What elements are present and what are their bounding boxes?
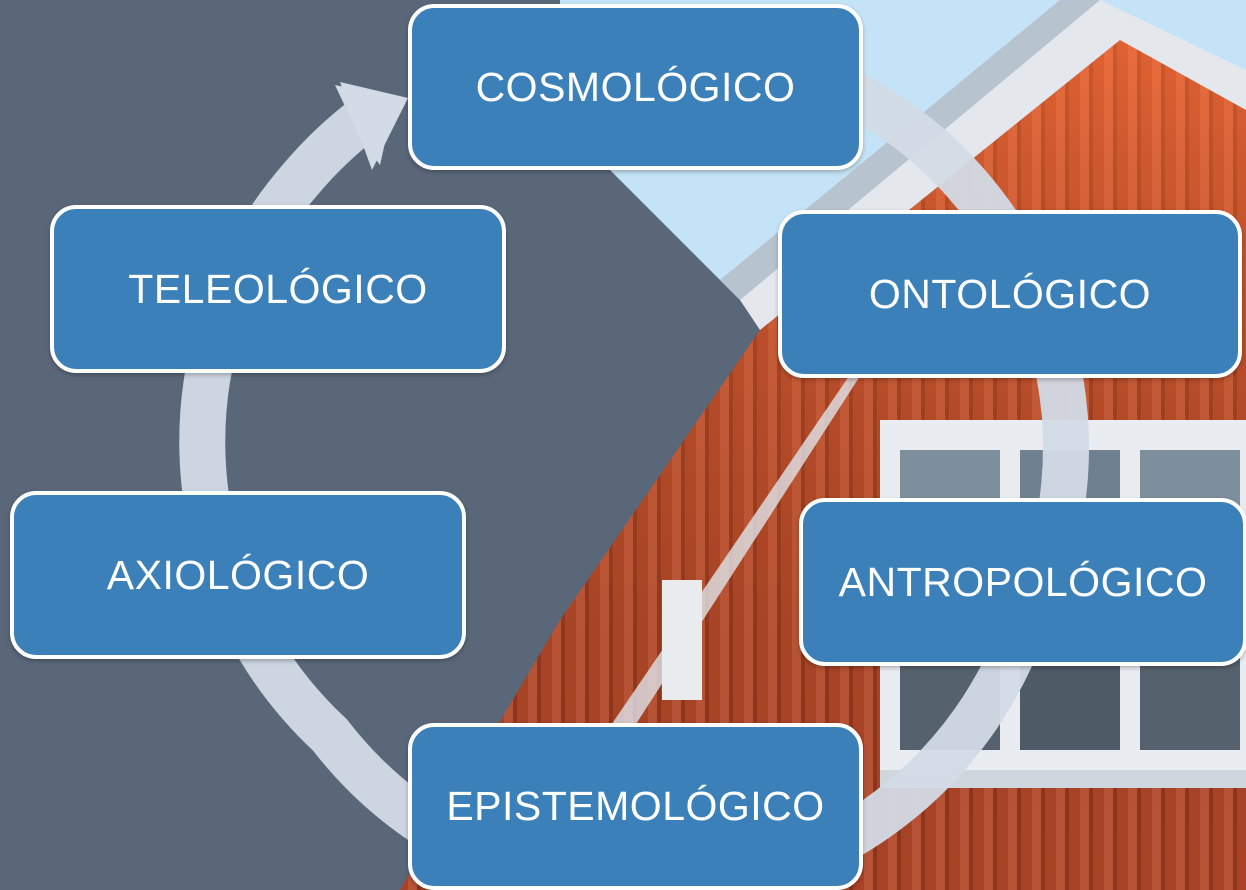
node-teleologico: TELEOLÓGICO [50, 205, 506, 373]
node-antropologico: ANTROPOLÓGICO [799, 498, 1246, 666]
cycle-ring [179, 69, 1089, 890]
node-axiologico: AXIOLÓGICO [10, 491, 466, 659]
node-cosmologico: COSMOLÓGICO [408, 4, 863, 170]
node-ontologico: ONTOLÓGICO [778, 210, 1242, 378]
node-epistemologico: EPISTEMOLÓGICO [408, 723, 863, 890]
